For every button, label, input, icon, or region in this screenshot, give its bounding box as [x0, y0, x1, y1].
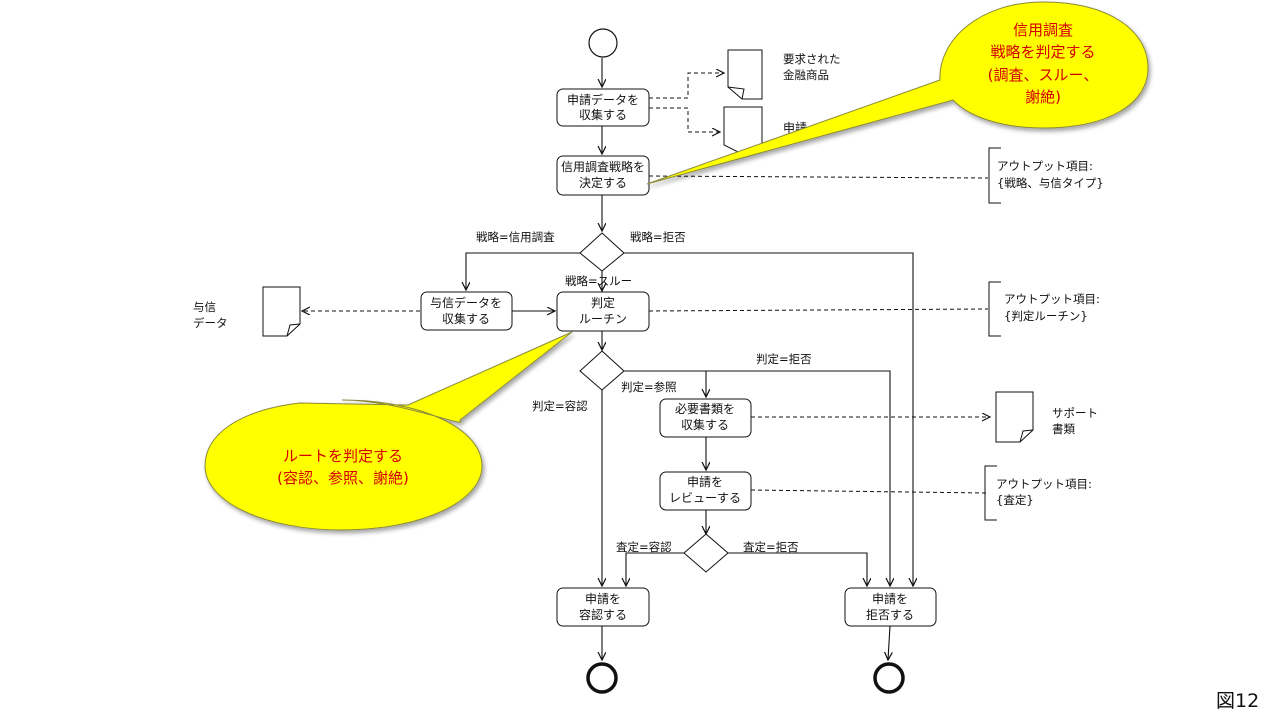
activity-collect-app-line2: 収集する: [579, 107, 627, 122]
activity-collect-app-line1: 申請データを: [567, 92, 639, 107]
callout-strategy-line4: 謝絶): [1025, 88, 1061, 106]
figure-label: 図12: [1216, 690, 1259, 712]
callout-strategy-line3: (調査、スルー、: [988, 66, 1099, 84]
callout-strategy-line2: 戦略を判定する: [990, 43, 1095, 61]
document-requested-product-line1: 要求された: [783, 52, 841, 66]
activity-collect-credit: [420, 291, 513, 331]
activity-judge-routine-line2: ルーチン: [579, 312, 627, 326]
activity-approve-app: [556, 587, 650, 627]
guard-strategy-through: 戦略=スルー: [565, 274, 632, 288]
output-strategy-line1: アウトプット項目:: [997, 159, 1093, 173]
callout-strategy-line1: 信用調査: [1013, 21, 1073, 39]
document-support-docs-line2: 書類: [1052, 422, 1075, 436]
control-flows: [466, 58, 913, 660]
start-node: [588, 28, 618, 58]
activity-reject-app-line1: 申請を: [872, 592, 908, 606]
document-credit-data: [262, 286, 301, 337]
document-support-docs-line1: サポート: [1052, 406, 1098, 420]
document-requested-product-line2: 金融商品: [783, 68, 829, 82]
guard-assess-approve: 査定=容認: [616, 540, 672, 554]
object-flows: [302, 73, 990, 494]
decision-judge: [579, 350, 625, 391]
output-strategy-line2: {戦略、与信タイプ}: [997, 176, 1104, 190]
decision-strategy: [579, 232, 625, 272]
guard-judge-refer: 判定=参照: [621, 380, 677, 394]
callout-route-line2: (容認、参照、謝絶): [277, 469, 409, 487]
activity-review-app: [659, 471, 752, 511]
end-node-reject: [873, 662, 905, 694]
output-routine-line2: {判定ルーチン}: [1004, 309, 1088, 323]
document-support-docs: [995, 391, 1034, 443]
activity-approve-app-line2: 容認する: [579, 607, 627, 622]
activity-collect-docs-line1: 必要書類を: [675, 402, 735, 416]
activity-review-app-line2: レビューする: [669, 491, 741, 505]
output-assessment-line2: {査定}: [996, 493, 1034, 507]
output-assessment-line1: アウトプット項目:: [996, 477, 1092, 491]
activity-collect-credit-line2: 収集する: [442, 311, 490, 326]
activity-reject-app-line2: 拒否する: [866, 608, 914, 622]
activity-decide-strategy-line2: 決定する: [579, 175, 627, 190]
end-node-approve: [586, 662, 618, 694]
callout-route-line1: ルートを判定する: [283, 447, 403, 465]
activity-judge-routine-line1: 判定: [591, 295, 615, 310]
document-requested-product: [727, 49, 763, 100]
activity-review-app-line1: 申請を: [687, 475, 723, 489]
activity-collect-credit-line1: 与信データを: [430, 295, 502, 310]
guard-strategy-credit: 戦略=信用調査: [476, 230, 555, 244]
guard-strategy-reject: 戦略=拒否: [630, 230, 686, 244]
activity-judge-routine: [556, 291, 650, 332]
document-credit-data-line2: データ: [193, 316, 228, 330]
activity-collect-docs-line2: 収集する: [681, 417, 729, 432]
document-credit-data-line1: 与信: [193, 300, 216, 314]
activity-collect-app: [556, 88, 650, 127]
callout-strategy: [646, 1, 1149, 185]
decision-assessment: [683, 533, 729, 573]
decision-nodes: [579, 232, 729, 573]
callout-route: [204, 331, 573, 531]
activity-approve-app-line1: 申請を: [585, 592, 621, 606]
activity-reject-app: [844, 587, 937, 627]
guard-assess-reject: 査定=拒否: [743, 540, 799, 554]
output-brackets: [984, 147, 1001, 521]
activity-decide-strategy-line1: 信用調査戦略を: [561, 159, 645, 174]
guard-judge-reject: 判定=拒否: [756, 352, 812, 366]
output-routine-line1: アウトプット項目:: [1004, 292, 1100, 306]
activity-decide-strategy: [556, 155, 650, 196]
guard-judge-approve: 判定=容認: [532, 399, 588, 413]
activity-collect-docs: [659, 398, 752, 438]
